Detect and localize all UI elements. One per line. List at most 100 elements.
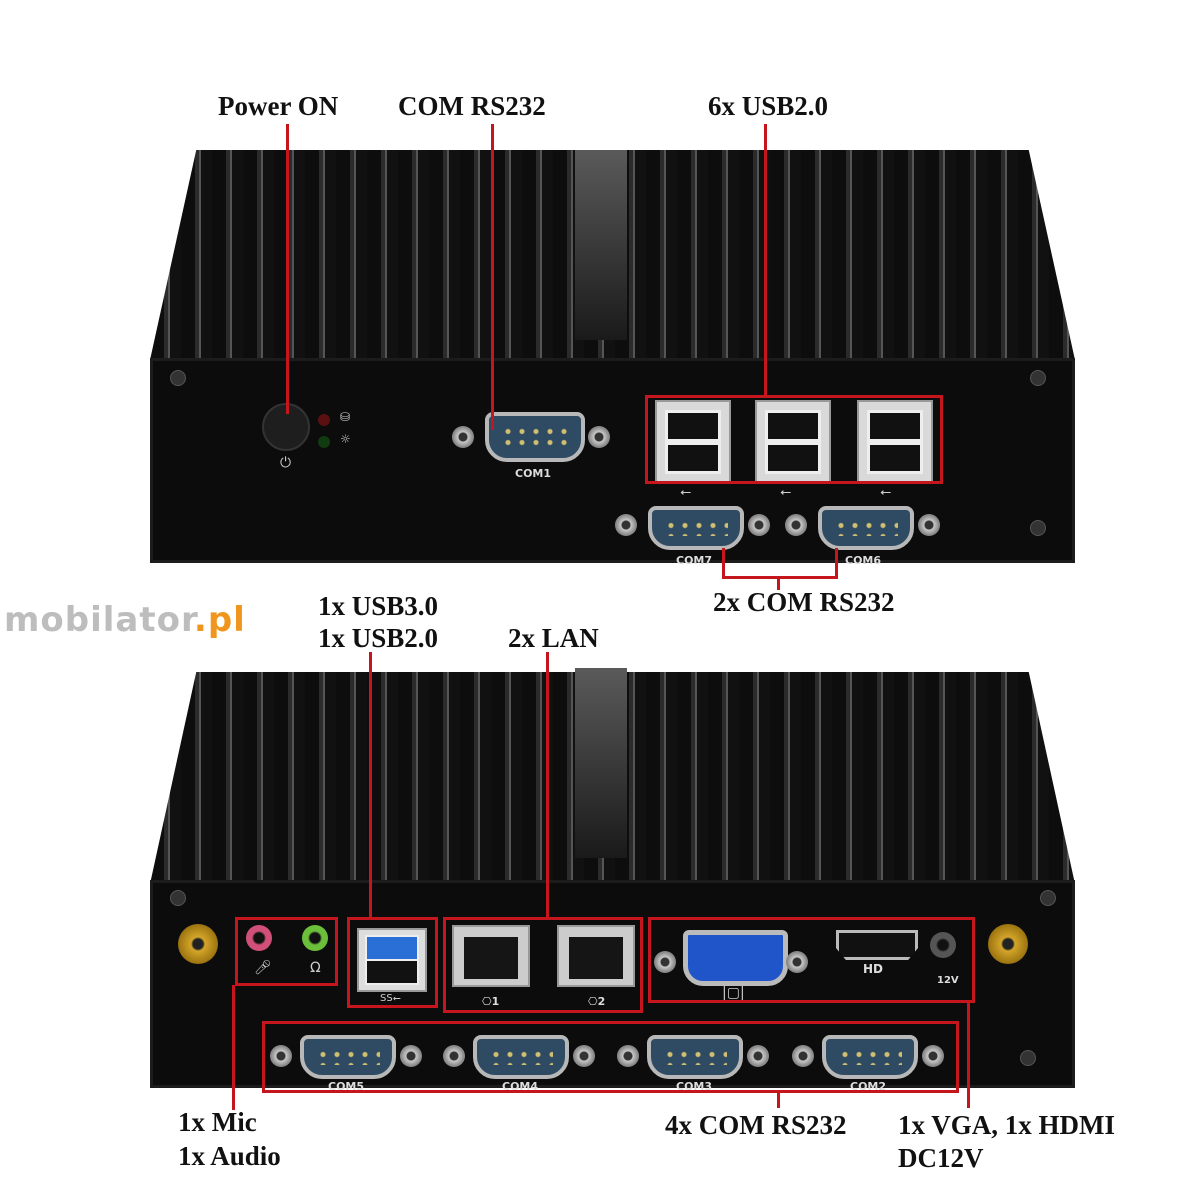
label-4x-com: 4x COM RS232	[665, 1110, 847, 1140]
audio-jack	[302, 925, 328, 951]
hdd-icon: ⛁	[340, 410, 351, 424]
com-bracket-left	[722, 548, 725, 578]
usb2-port	[365, 959, 419, 985]
label-2x-com: 2x COM RS232	[713, 587, 895, 617]
lan2-label: ⎔2	[588, 995, 606, 1008]
hdmi-label: HD	[863, 962, 884, 976]
usb3-port	[365, 935, 419, 961]
usb2-port-pair	[857, 400, 933, 484]
hdd-led	[318, 414, 330, 426]
screw-icon	[400, 1045, 422, 1067]
vga-port	[683, 930, 788, 986]
screw-icon	[792, 1045, 814, 1067]
com3-label: COM3	[676, 1080, 713, 1093]
lan1-label: ⎔1	[482, 995, 500, 1008]
mic-icon: 🎤︎	[254, 960, 272, 976]
com7-port	[648, 506, 744, 550]
watermark-logo: mobilator.pl	[4, 600, 246, 640]
usb-highlight-box	[645, 395, 943, 484]
label-usb3: 1x USB3.0	[318, 591, 439, 621]
vga-icon: |▢|	[722, 985, 745, 1001]
screw-icon	[747, 1045, 769, 1067]
screw-icon	[170, 890, 186, 906]
antenna-connector	[178, 924, 218, 964]
dc-label: 12V	[937, 975, 959, 986]
audio-highlight-box	[235, 917, 338, 986]
com4-label: COM4	[502, 1080, 539, 1093]
usb-stack-callout-line	[369, 652, 372, 918]
usb-port-stack	[357, 928, 427, 992]
screw-icon	[654, 951, 676, 973]
usb2-port-pair	[655, 400, 731, 484]
light-icon: ☼	[340, 432, 351, 446]
lan1-port	[452, 925, 530, 987]
label-com-rs232: COM RS232	[398, 91, 546, 121]
video-callout-line	[967, 1002, 970, 1108]
antenna-connector	[988, 924, 1028, 964]
screw-icon	[918, 514, 940, 536]
lan-highlight-box	[443, 917, 643, 1013]
screw-icon	[1040, 890, 1056, 906]
usb3-ss-icon: SS⭠	[380, 993, 401, 1004]
power-led	[318, 436, 330, 448]
lan2-port	[557, 925, 635, 987]
screw-icon	[170, 370, 186, 386]
usb-icon: ⭠	[880, 484, 892, 500]
screw-icon	[922, 1045, 944, 1067]
power-callout-line	[286, 124, 289, 414]
com5-port	[300, 1035, 396, 1079]
label-vga-hdmi: 1x VGA, 1x HDMI	[898, 1110, 1116, 1140]
com1-label: COM1	[515, 467, 552, 480]
label-audio: 1x Audio	[178, 1141, 281, 1171]
screw-icon	[1030, 370, 1046, 386]
screw-icon	[785, 514, 807, 536]
com3-port	[647, 1035, 743, 1079]
label-dc12v: DC12V	[898, 1143, 984, 1173]
com2-port	[822, 1035, 918, 1079]
label-6x-usb: 6x USB2.0	[708, 91, 829, 121]
usb-stack-highlight-box	[347, 917, 438, 1008]
bottom-heatsink-ridge	[575, 668, 627, 858]
video-highlight-box	[648, 917, 975, 1003]
com7-label: COM7	[676, 554, 713, 567]
com-row-callout-line	[777, 1092, 780, 1108]
screw-icon	[748, 514, 770, 536]
screw-icon	[588, 426, 610, 448]
com-callout-line	[491, 124, 494, 430]
screw-icon	[786, 951, 808, 973]
usb2-port-pair	[755, 400, 831, 484]
screw-icon	[617, 1045, 639, 1067]
com-bracket-right	[835, 548, 838, 578]
com5-label: COM5	[328, 1080, 365, 1093]
screw-icon	[452, 426, 474, 448]
screw-icon	[443, 1045, 465, 1067]
com-row-highlight-box	[262, 1021, 959, 1093]
com6-label: COM6	[845, 554, 882, 567]
mic-jack	[246, 925, 272, 951]
usb-icon: ⭠	[780, 484, 792, 500]
com1-port	[485, 412, 585, 462]
audio-callout-line	[232, 985, 235, 1110]
screw-icon	[270, 1045, 292, 1067]
top-heatsink-ridge	[575, 150, 627, 340]
lan-callout-line	[546, 652, 549, 918]
label-usb2: 1x USB2.0	[318, 623, 439, 653]
label-mic: 1x Mic	[178, 1107, 257, 1137]
com6-port	[818, 506, 914, 550]
screw-icon	[615, 514, 637, 536]
label-2x-lan: 2x LAN	[508, 623, 599, 653]
com-bracket-bar	[722, 576, 838, 579]
com-bracket-stem	[777, 576, 780, 590]
label-power-on: Power ON	[218, 91, 339, 121]
screw-icon	[573, 1045, 595, 1067]
power-icon: ⏻	[280, 455, 292, 471]
dc-jack	[930, 932, 956, 958]
com2-label: COM2	[850, 1080, 887, 1093]
screw-icon	[1020, 1050, 1036, 1066]
hdmi-port	[836, 930, 918, 960]
headphone-icon: Ω	[310, 960, 321, 976]
usb-icon: ⭠	[680, 484, 692, 500]
usb-callout-line	[764, 124, 767, 396]
com4-port	[473, 1035, 569, 1079]
